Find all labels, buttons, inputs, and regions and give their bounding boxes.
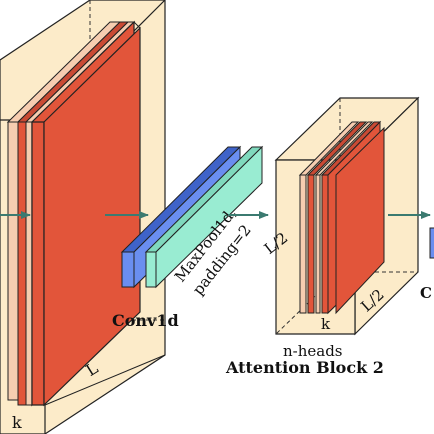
block-2-feature-maps (298, 120, 385, 315)
attention-block-2-label: Attention Block 2 (225, 358, 384, 377)
attention-block-1: L k (0, 0, 166, 434)
attention-block-2: L/2 L/2 k n-heads Attention Block 2 (225, 96, 420, 377)
n-heads-label: n-heads (283, 342, 343, 360)
next-layer-partial: C (420, 227, 434, 302)
block-1-k-label: k (12, 413, 22, 432)
conv1d-layer: Conv1d MaxPool1d, padding=2 (112, 145, 264, 330)
block-2-k-label: k (321, 315, 331, 333)
right-edge-partial-label: C (420, 284, 432, 302)
block-1-feature-maps (6, 20, 141, 407)
conv1d-label: Conv1d (112, 311, 179, 330)
